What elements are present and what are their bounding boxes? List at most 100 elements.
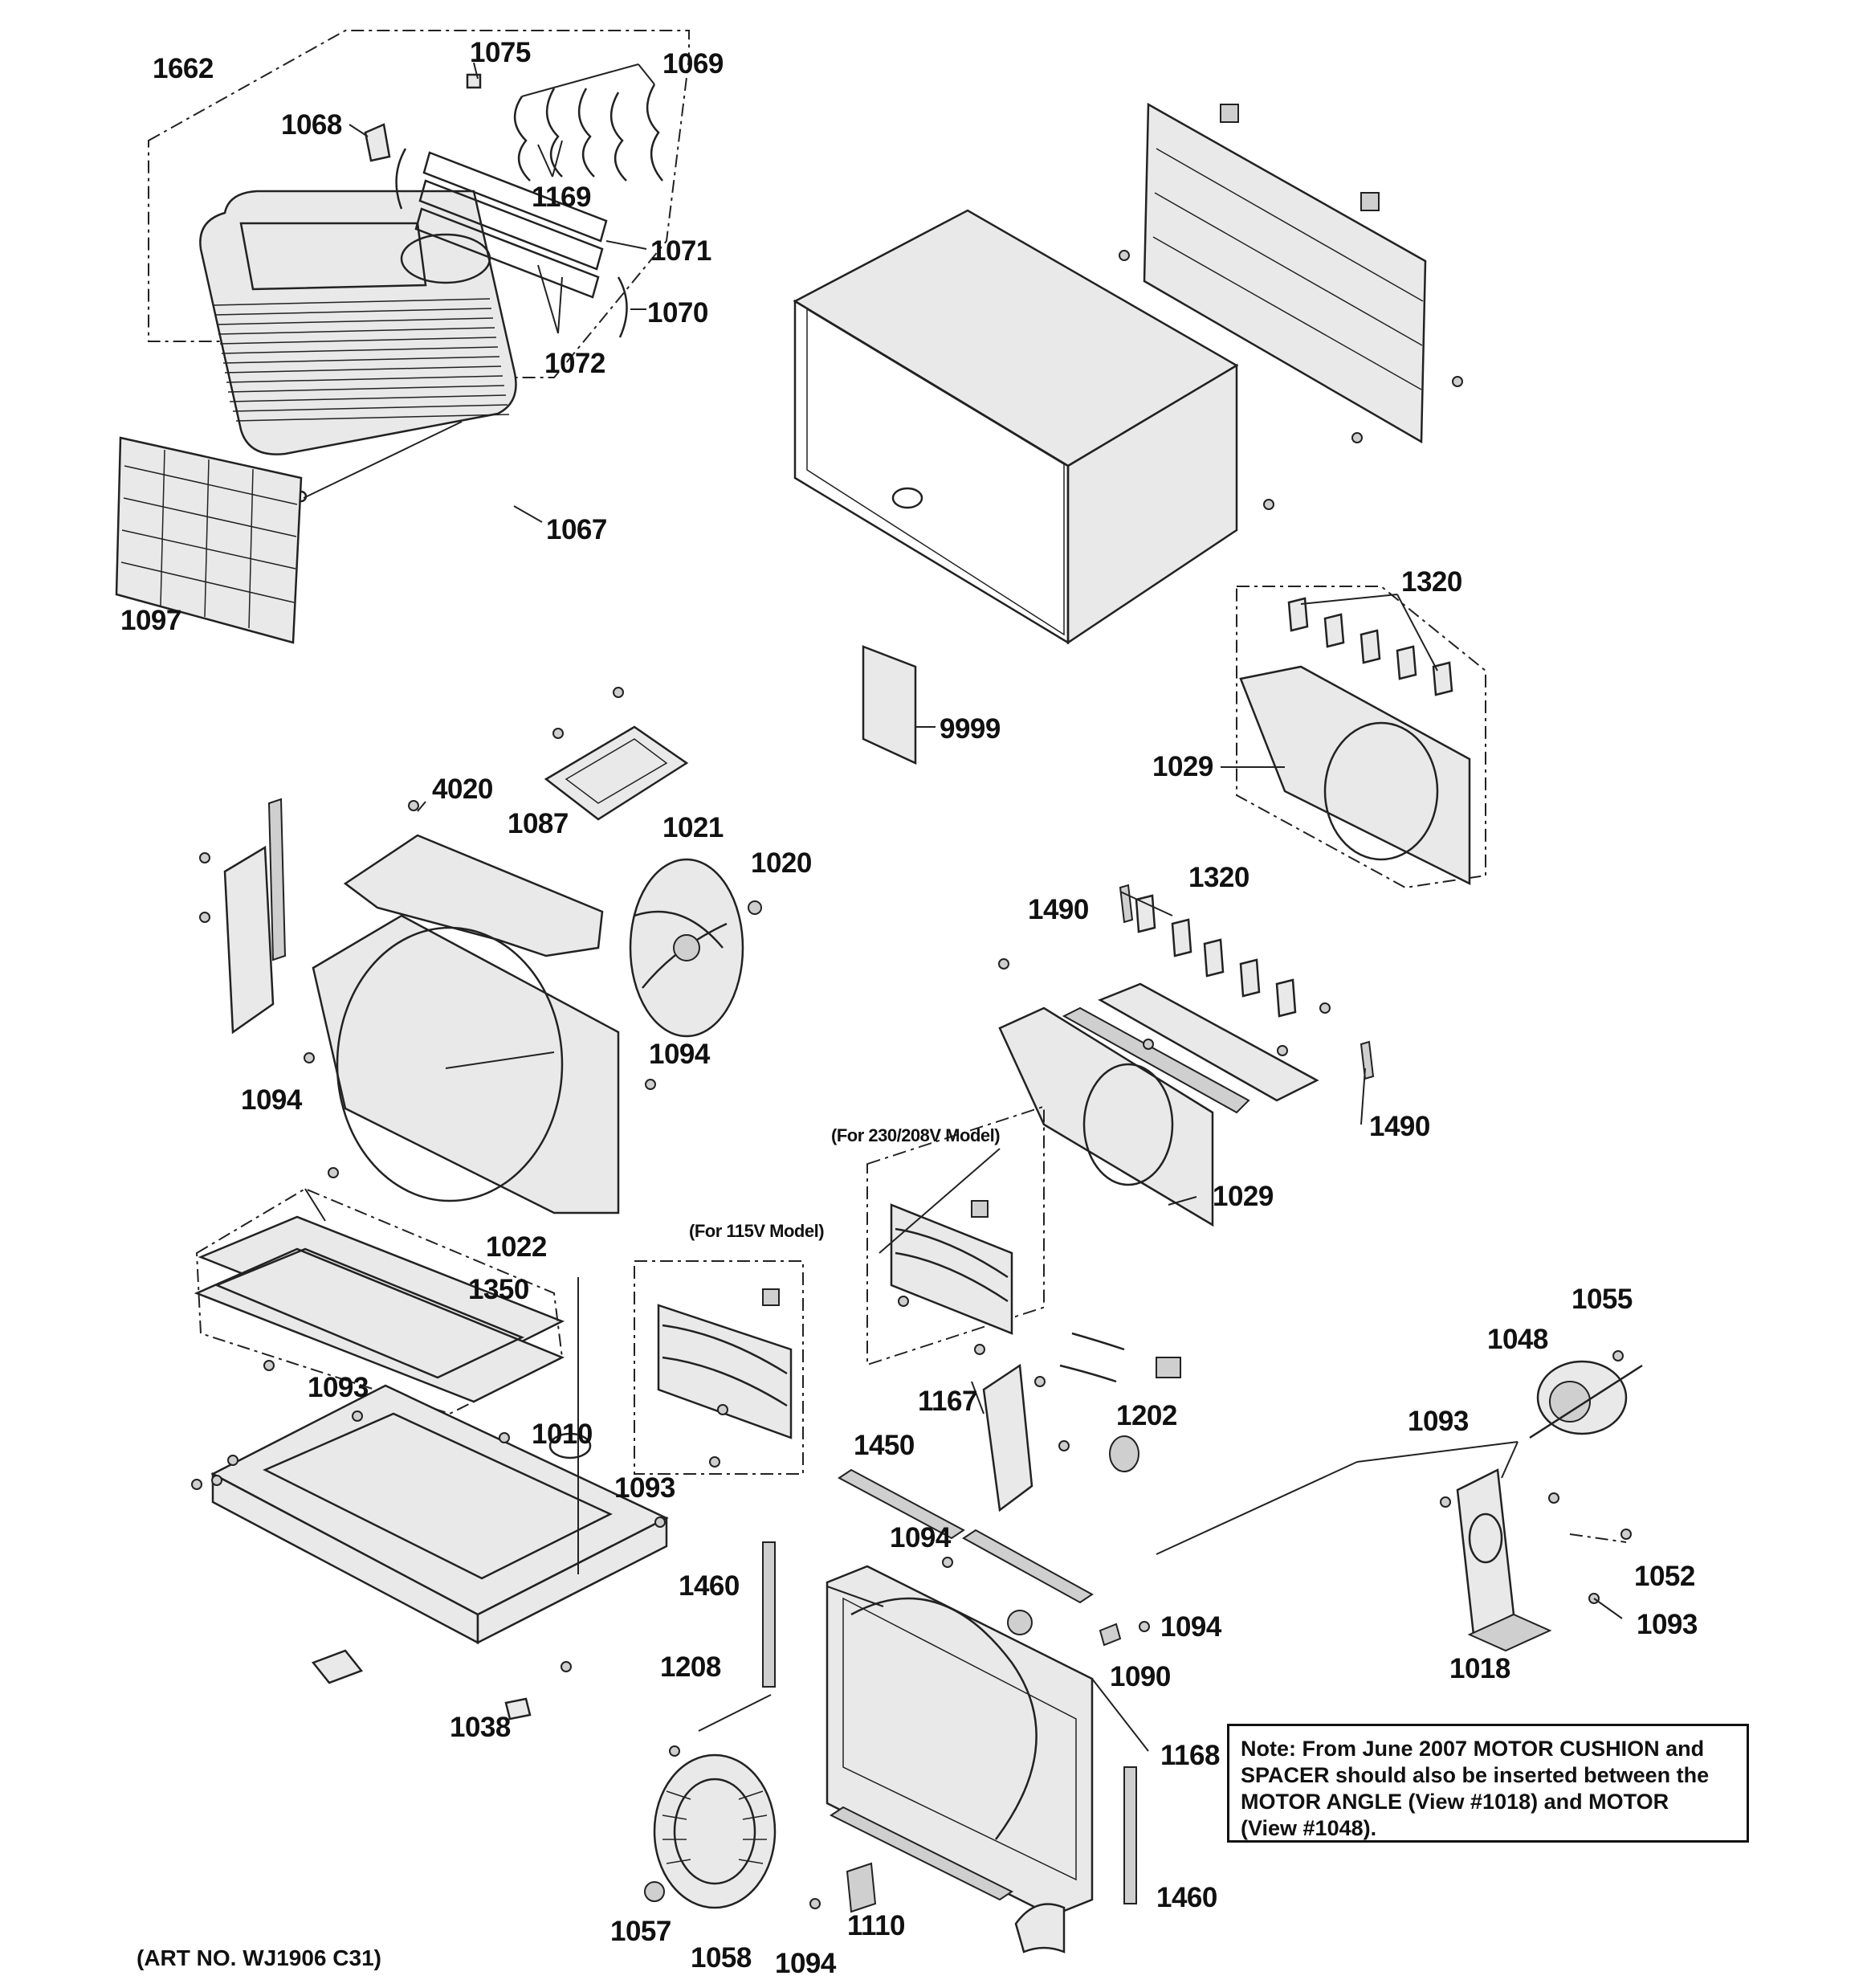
label-1320-mid: 1320 bbox=[1188, 862, 1249, 893]
label-1069: 1069 bbox=[662, 48, 724, 80]
label-1110: 1110 bbox=[847, 1910, 906, 1941]
label-1021: 1021 bbox=[662, 812, 724, 843]
plug-1038 bbox=[504, 1697, 532, 1721]
note-line-4: (View #1048). bbox=[1241, 1816, 1377, 1840]
part-1090 bbox=[1099, 1623, 1122, 1647]
shroud-cover-4020 bbox=[343, 834, 604, 957]
heater-230v bbox=[890, 1200, 1013, 1335]
label-115v-model: (For 115V Model) bbox=[689, 1221, 825, 1241]
label-1094-right: 1094 bbox=[1160, 1611, 1221, 1643]
filter-1097 bbox=[115, 436, 303, 644]
label-1093-base: 1093 bbox=[308, 1372, 369, 1403]
motor-angle-1018 bbox=[1456, 1468, 1552, 1652]
strip-1460-right bbox=[1123, 1766, 1137, 1904]
label-1058: 1058 bbox=[691, 1942, 752, 1974]
manual-9999 bbox=[862, 645, 917, 765]
label-1094-housing: 1094 bbox=[890, 1522, 951, 1553]
switch bbox=[1156, 1357, 1181, 1378]
label-1029-mid: 1029 bbox=[1213, 1181, 1274, 1212]
heater-115v bbox=[657, 1288, 793, 1439]
strip-1490-top bbox=[1119, 884, 1134, 924]
label-1093-angle: 1093 bbox=[1637, 1609, 1698, 1640]
note-line-3: MOTOR ANGLE (View #1018) and MOTOR bbox=[1241, 1790, 1669, 1814]
wiring bbox=[1059, 1332, 1125, 1383]
cabinet-case bbox=[793, 209, 1239, 645]
screws bbox=[191, 250, 1632, 1909]
label-1320-top: 1320 bbox=[1401, 566, 1462, 598]
louver-blades-1069 bbox=[513, 84, 663, 182]
label-230v-model: (For 230/208V Model) bbox=[831, 1125, 1001, 1145]
panel-1029-outline bbox=[1236, 586, 1486, 889]
clips-1320a bbox=[1287, 597, 1453, 696]
strip-1490-right bbox=[1360, 1040, 1375, 1080]
label-1022: 1022 bbox=[486, 1231, 547, 1263]
pad bbox=[311, 1649, 364, 1684]
shroud-1022 bbox=[312, 914, 620, 1214]
strip-1450 bbox=[838, 1468, 965, 1540]
label-1048: 1048 bbox=[1487, 1324, 1548, 1355]
label-1068: 1068 bbox=[281, 109, 342, 141]
label-1055: 1055 bbox=[1572, 1284, 1633, 1315]
label-1490-right: 1490 bbox=[1369, 1111, 1430, 1142]
label-1090: 1090 bbox=[1110, 1661, 1171, 1692]
label-1038: 1038 bbox=[450, 1712, 511, 1743]
drain-pan-1350 bbox=[194, 1215, 565, 1403]
label-1071: 1071 bbox=[650, 235, 711, 267]
motor-1048 bbox=[1529, 1360, 1643, 1439]
bottom-strip bbox=[830, 1806, 1013, 1901]
label-1093-right: 1093 bbox=[614, 1472, 675, 1504]
vane-set-1071 bbox=[414, 151, 608, 299]
partition-1029b bbox=[998, 1006, 1250, 1227]
label-1093-motor: 1093 bbox=[1408, 1406, 1469, 1437]
label-1070: 1070 bbox=[647, 297, 708, 329]
note-box: Note: From June 2007 MOTOR CUSHION and S… bbox=[1227, 1724, 1749, 1843]
label-1072: 1072 bbox=[544, 348, 605, 379]
strip-1460-left bbox=[762, 1541, 776, 1688]
front-grille-1067 bbox=[199, 190, 517, 503]
strip-top-right bbox=[962, 1529, 1094, 1604]
panel-1167 bbox=[982, 1363, 1033, 1512]
label-1067: 1067 bbox=[546, 514, 607, 545]
label-1075: 1075 bbox=[470, 37, 531, 68]
heater-230-outline bbox=[866, 1105, 1045, 1366]
side-bracket-left bbox=[223, 798, 287, 1035]
clip-1075 bbox=[466, 73, 482, 89]
rear-grille bbox=[1143, 102, 1427, 444]
label-1662: 1662 bbox=[153, 53, 214, 84]
bracket-1087 bbox=[544, 725, 689, 821]
label-4020: 4020 bbox=[432, 774, 493, 805]
nut-1020 bbox=[748, 900, 762, 915]
label-1094-mid: 1094 bbox=[649, 1039, 710, 1070]
motor-line-1052 bbox=[1569, 1533, 1627, 1543]
art-number: (ART NO. WJ1906 C31) bbox=[137, 1945, 381, 1970]
label-1167: 1167 bbox=[918, 1386, 977, 1417]
cushion bbox=[1014, 1903, 1066, 1953]
part-1068 bbox=[364, 123, 391, 162]
note-line-2: SPACER should also be inserted between t… bbox=[1241, 1763, 1710, 1787]
label-1020: 1020 bbox=[751, 847, 812, 879]
rail-1320b bbox=[1098, 982, 1319, 1102]
blower-scroll-housing bbox=[826, 1565, 1094, 1917]
bracket-left bbox=[395, 148, 407, 210]
label-1029-top: 1029 bbox=[1152, 751, 1213, 782]
clips-1320b bbox=[1135, 894, 1297, 1018]
label-1490-left: 1490 bbox=[1028, 894, 1089, 925]
label-1350: 1350 bbox=[468, 1274, 529, 1305]
partition-1029a bbox=[1239, 665, 1471, 886]
label-1018: 1018 bbox=[1449, 1653, 1510, 1684]
label-1052: 1052 bbox=[1634, 1561, 1695, 1592]
heater-115-outline bbox=[634, 1260, 804, 1475]
base-pan bbox=[210, 1384, 669, 1645]
note-line-1: Note: From June 2007 MOTOR CUSHION and bbox=[1241, 1737, 1705, 1761]
label-1010: 1010 bbox=[532, 1419, 593, 1450]
blower-wheel-1058 bbox=[653, 1753, 777, 1909]
label-9999: 9999 bbox=[940, 713, 1001, 745]
fan-1021 bbox=[629, 858, 744, 1038]
bracket-1070 bbox=[617, 276, 628, 338]
label-1169: 1169 bbox=[532, 182, 591, 213]
label-1202: 1202 bbox=[1116, 1400, 1177, 1431]
knob-1202 bbox=[1109, 1435, 1139, 1472]
label-1460-left: 1460 bbox=[679, 1570, 740, 1602]
label-1097: 1097 bbox=[120, 605, 181, 636]
